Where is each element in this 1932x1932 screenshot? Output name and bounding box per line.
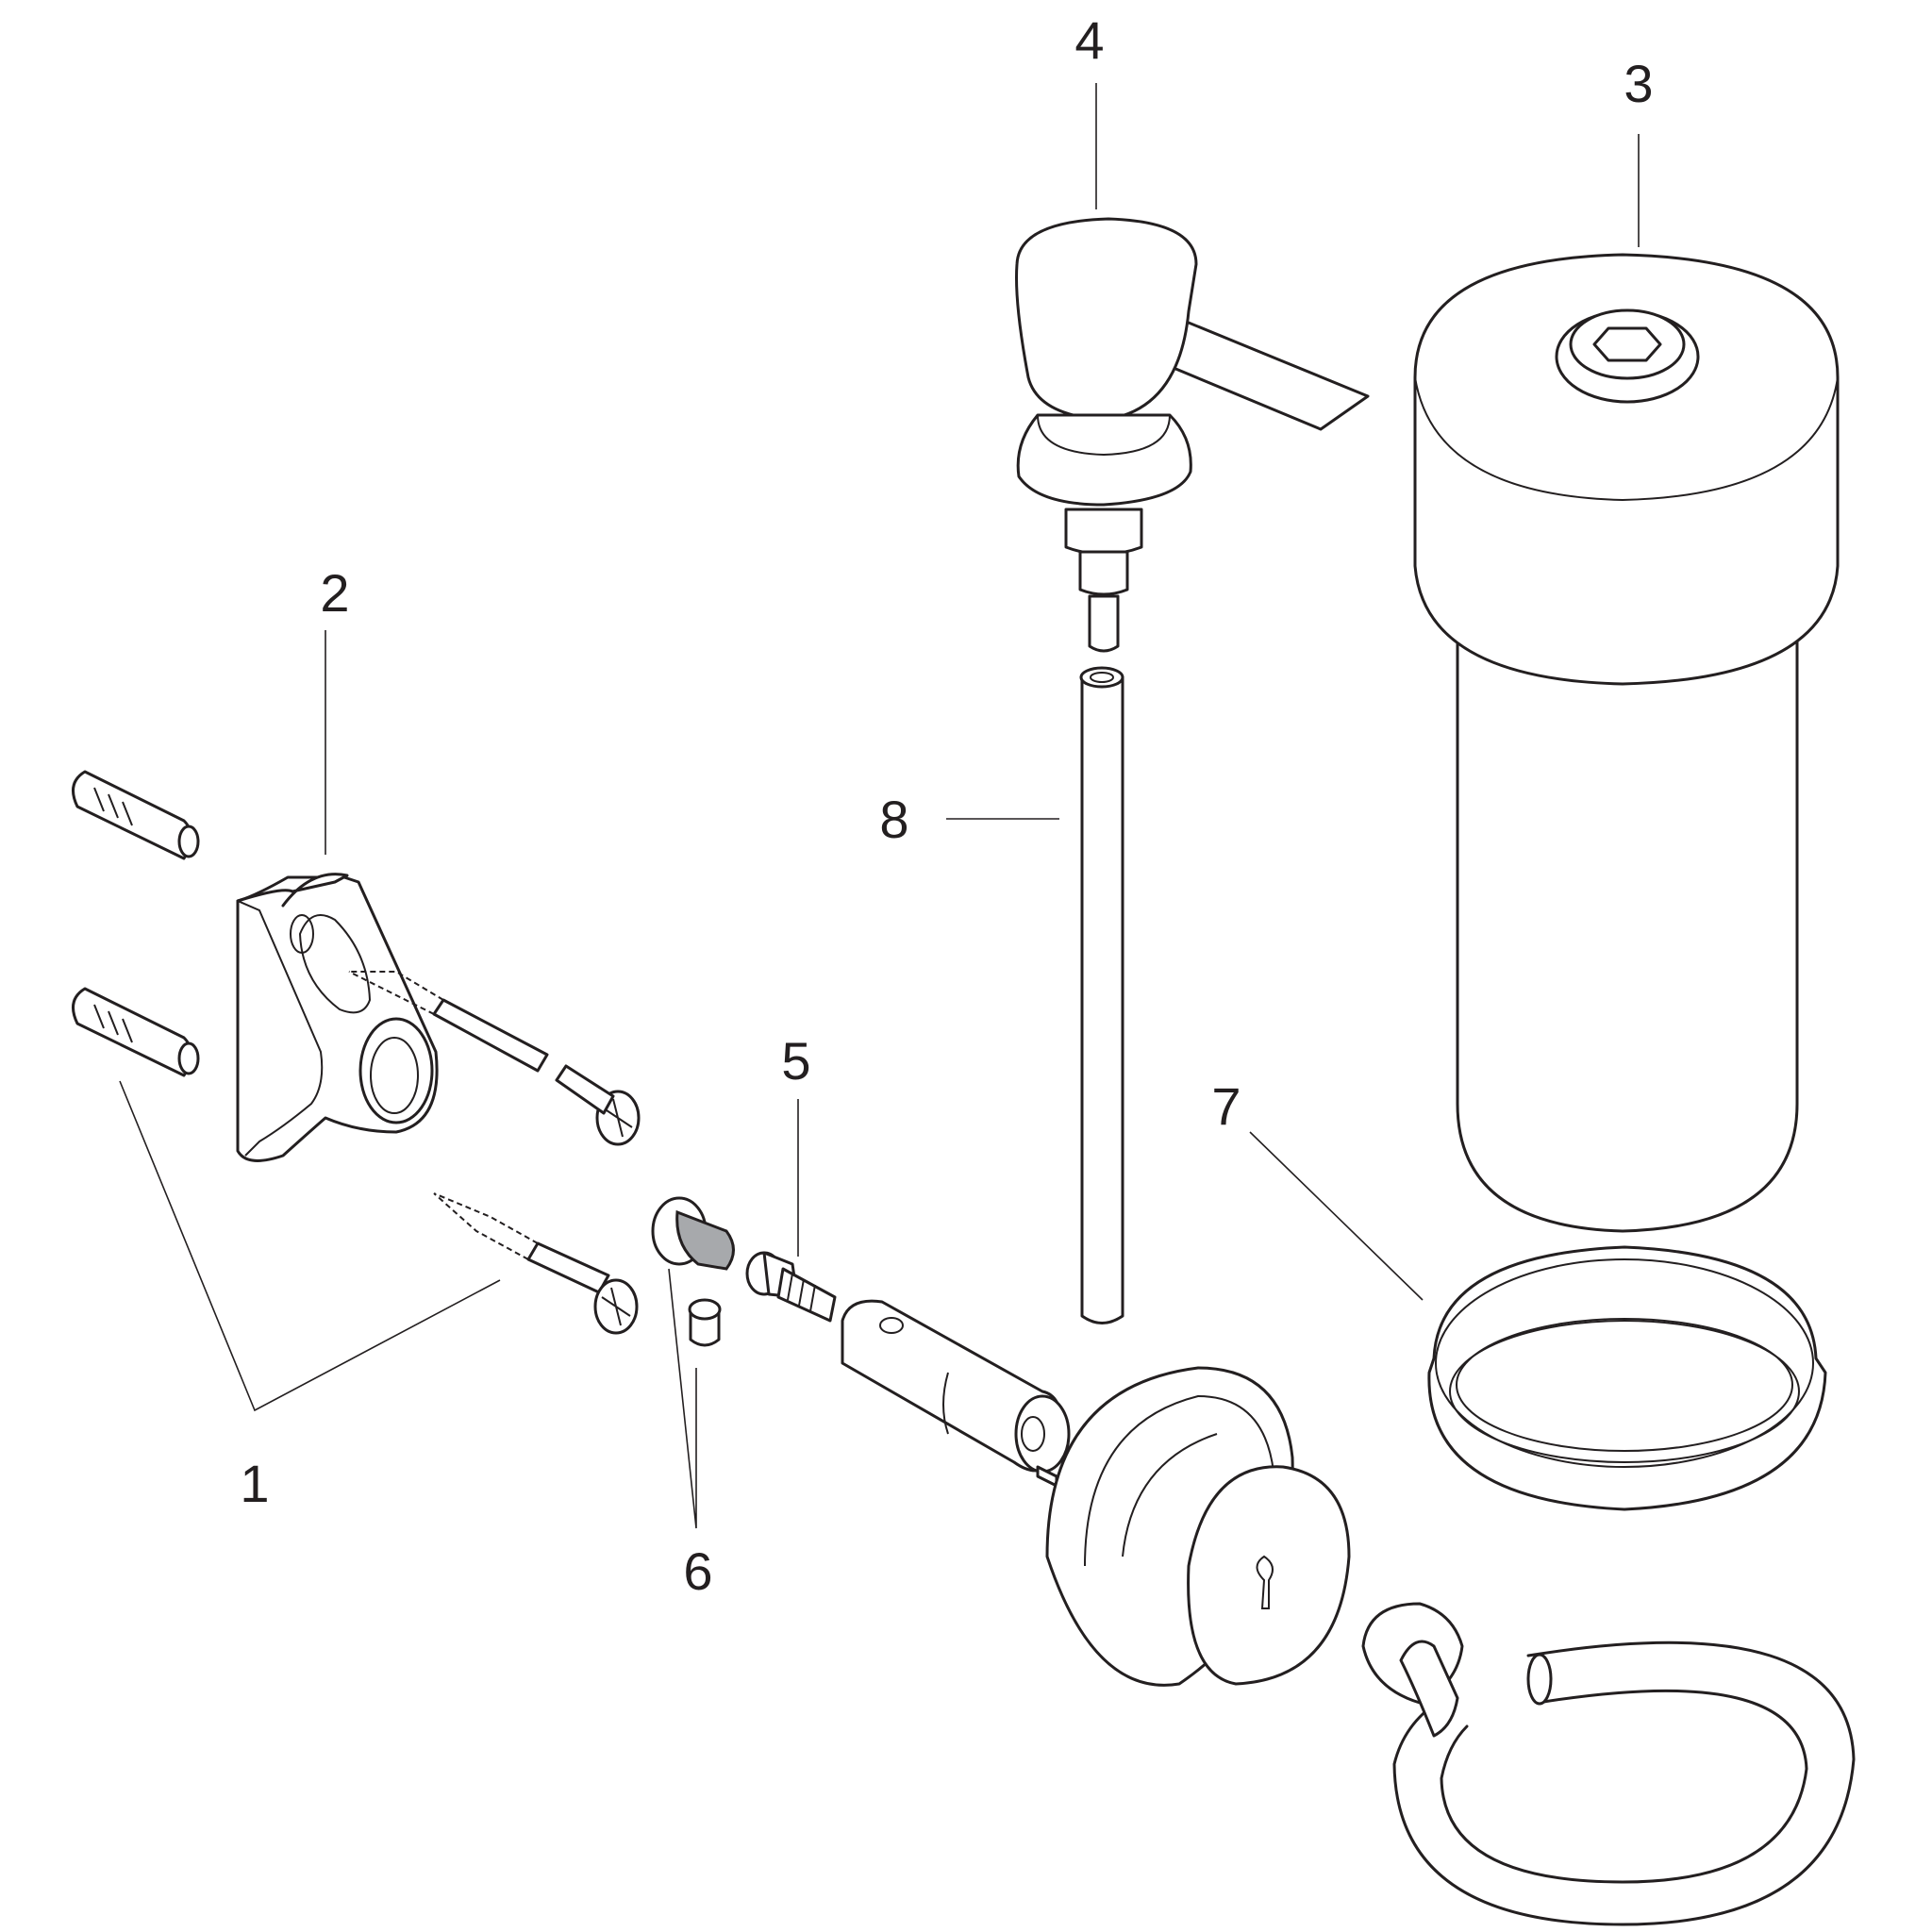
callout-3: 3 xyxy=(1624,54,1653,113)
part-5-set-screw xyxy=(745,1251,837,1323)
part-4-pump-head xyxy=(1015,217,1370,653)
leader-lines xyxy=(119,83,1640,1529)
callout-4: 4 xyxy=(1074,10,1104,70)
part-1-fixing-set xyxy=(72,770,641,1335)
callout-2: 2 xyxy=(320,563,349,623)
callout-8: 8 xyxy=(879,790,908,849)
part-6-inserts xyxy=(651,1196,735,1347)
callout-7: 7 xyxy=(1211,1076,1241,1136)
holder-rosette xyxy=(1045,1366,1351,1687)
ring-hook xyxy=(1361,1602,1856,1926)
part-2-wall-bracket xyxy=(236,873,439,1162)
callout-5: 5 xyxy=(781,1031,810,1091)
part-8-dip-tube xyxy=(1079,666,1124,1324)
callouts: 4 3 2 8 5 7 1 6 xyxy=(240,10,1653,1601)
callout-6: 6 xyxy=(683,1541,712,1601)
part-3-container xyxy=(1413,253,1840,1233)
part-7-ring xyxy=(1427,1245,1827,1511)
callout-1: 1 xyxy=(240,1454,269,1513)
holder-arm xyxy=(841,1299,1071,1488)
